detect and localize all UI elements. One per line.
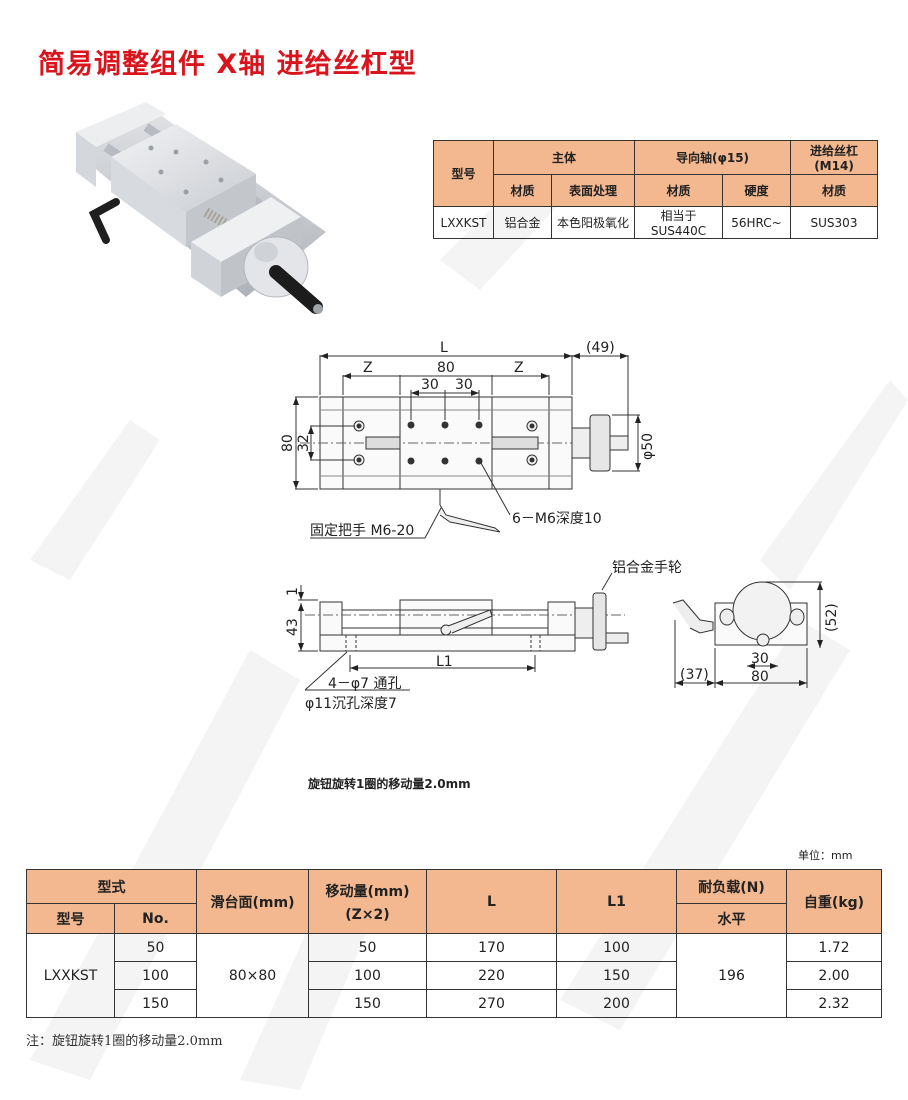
header-no: No.: [114, 903, 197, 934]
unit-label: 单位：mm: [798, 849, 853, 862]
dim-z-left: Z: [363, 360, 373, 376]
product-photo: [76, 102, 326, 314]
cell-no: 150: [114, 989, 197, 1018]
label-handwheel: 铝合金手轮: [612, 560, 682, 576]
table-row: 150 150 270 200 2.32: [27, 989, 882, 1018]
header-screw-material: 材质: [790, 174, 878, 207]
dim-phi50: φ50: [640, 433, 656, 460]
cell-body-material: 铝合金: [493, 206, 552, 239]
header-load-horizontal: 水平: [676, 903, 787, 934]
header-slide-face: 滑台面(mm): [196, 869, 309, 934]
dim-L1: L1: [436, 654, 453, 670]
label-m6-holes: 6－M6深度10: [512, 511, 602, 527]
page-title: 简易调整组件 X轴 进给丝杠型: [38, 49, 417, 80]
cell-L1: 100: [556, 933, 677, 962]
cell-travel: 150: [308, 989, 427, 1018]
header-body: 主体: [493, 140, 635, 175]
dim-37: (37): [680, 667, 709, 683]
header-weight: 自重(kg): [786, 869, 882, 934]
dim-30-b: 30: [455, 377, 473, 393]
cell-travel: 50: [308, 933, 427, 962]
technical-drawing: L (49) Z 80 Z 30 30 80 32 φ50 6－M6深度10 固…: [280, 340, 840, 712]
dim-43: 43: [285, 618, 301, 636]
dim-80-end: 80: [751, 669, 769, 685]
rotation-note: 旋钮旋转1圈的移动量2.0mm: [308, 777, 471, 791]
header-guide-material: 材质: [634, 174, 723, 207]
cell-weight: 1.72: [786, 933, 882, 962]
label-counterbore: φ11沉孔深度7: [305, 696, 397, 712]
label-through-hole: 4－φ7 通孔: [328, 676, 402, 692]
cell-L1: 150: [556, 961, 677, 990]
model-dimension-table: 型式 滑台面(mm) 移动量(mm) (Z×2) L L1 耐负载(N) 自重(…: [26, 869, 882, 1018]
material-spec-table: 型号 主体 导向轴(φ15) 进给丝杠(M14) 材质 表面处理 材质 硬度 材…: [433, 140, 878, 239]
dim-30-a: 30: [421, 377, 439, 393]
table-row: LXXKST 50 80×80 50 170 100 196 1.72: [26, 933, 882, 1018]
header-travel-sub: (Z×2): [345, 906, 390, 923]
cell-model: LXXKST: [433, 206, 494, 239]
cell-travel: 100: [308, 961, 427, 990]
header-body-material: 材质: [493, 174, 552, 207]
cell-weight: 2.00: [786, 961, 882, 990]
cell-guide-hardness: 56HRC~: [722, 206, 791, 239]
footnote: 注：旋钮旋转1圈的移动量2.0mm: [26, 1034, 223, 1049]
header-L1: L1: [556, 869, 677, 934]
dim-z-right: Z: [514, 360, 524, 376]
cell-no: 50: [114, 933, 197, 962]
header-lead-screw: 进给丝杠(M14): [790, 140, 878, 175]
dim-52: (52): [824, 603, 840, 632]
header-L: L: [426, 869, 557, 934]
header-model: 型号: [26, 903, 115, 934]
cell-L1: 200: [556, 989, 677, 1018]
dim-30-end: 30: [751, 651, 769, 667]
dim-80-vertical: 80: [280, 434, 296, 452]
cell-no: 100: [114, 961, 197, 990]
cell-slide-face: 80×80: [196, 933, 309, 1018]
dim-49: (49): [586, 340, 615, 356]
cell-screw-material: SUS303: [790, 206, 878, 239]
cell-model: LXXKST: [26, 933, 115, 1018]
table-row: 100 100 220 150 2.00: [27, 961, 882, 990]
header-guide-hardness: 硬度: [722, 174, 791, 207]
header-body-surface: 表面处理: [551, 174, 635, 207]
cell-L: 170: [426, 933, 557, 962]
header-travel: 移动量(mm) (Z×2): [308, 869, 427, 934]
cell-L: 220: [426, 961, 557, 990]
header-model: 型号: [433, 140, 494, 207]
header-load: 耐负载(N): [676, 869, 787, 904]
cell-L: 270: [426, 989, 557, 1018]
cell-body-surface: 本色阳极氧化: [551, 206, 635, 239]
dim-80: 80: [437, 360, 455, 376]
dim-32: 32: [296, 434, 312, 452]
header-type: 型式: [26, 869, 197, 904]
header-guide-shaft: 导向轴(φ15): [634, 140, 791, 175]
dim-1: 1: [285, 587, 301, 596]
header-travel-label: 移动量(mm): [325, 883, 410, 900]
cell-load: 196: [676, 933, 787, 1018]
cell-weight: 2.32: [786, 989, 882, 1018]
label-clamp-handle: 固定把手 M6-20: [310, 523, 414, 539]
dim-L: L: [440, 340, 448, 356]
cell-guide-material: 相当于SUS440C: [634, 206, 723, 239]
